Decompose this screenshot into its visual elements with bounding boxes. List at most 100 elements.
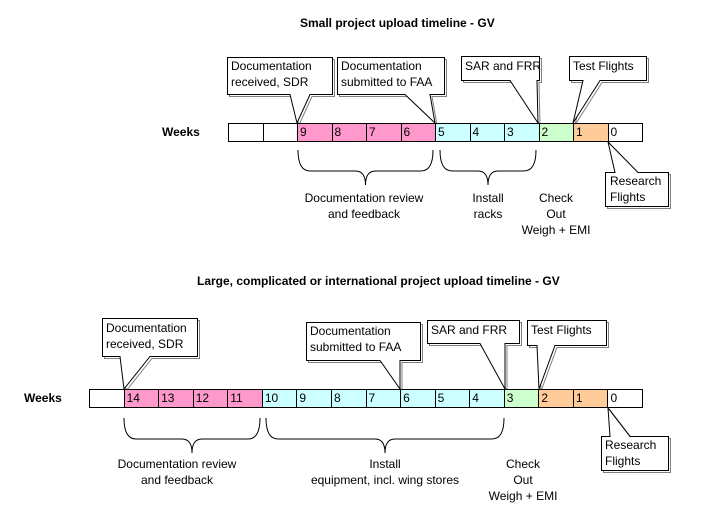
callout-line: Flights xyxy=(610,190,646,204)
brace xyxy=(123,417,261,454)
week-cell: 6 xyxy=(401,124,436,141)
phase-line: and feedback xyxy=(327,207,401,221)
week-cell: 2 xyxy=(539,390,574,407)
large-phase-review: Documentation review and feedback xyxy=(90,456,264,488)
small-weeks-label: Weeks xyxy=(162,125,200,139)
phase-line: Documentation review xyxy=(304,191,424,205)
large-phase-install: Install equipment, incl. wing stores xyxy=(290,456,480,488)
callout-box xyxy=(527,320,607,390)
week-cell: 5 xyxy=(436,124,471,141)
large-callout-doc-received: Documentation received, SDR xyxy=(104,320,187,352)
small-callout-research-flights: Research Flights xyxy=(608,173,661,205)
week-cell: 4 xyxy=(470,124,505,141)
small-callout-test-flights: Test Flights xyxy=(571,58,634,74)
week-cell: 3 xyxy=(505,124,540,141)
callout-line: Documentation xyxy=(310,324,391,338)
phase-line: Check xyxy=(505,457,540,471)
week-cell: 9 xyxy=(298,124,333,141)
callout-box xyxy=(427,320,520,390)
week-cell: 12 xyxy=(193,390,229,407)
callout-box xyxy=(337,57,445,125)
brace xyxy=(439,149,537,186)
phase-line: Check xyxy=(538,191,573,205)
phase-line: Out xyxy=(513,473,533,487)
callout-line: received, SDR xyxy=(231,75,309,89)
callout-shadow xyxy=(529,322,609,392)
callout-box xyxy=(102,318,198,391)
callout-box xyxy=(569,56,647,124)
week-cell xyxy=(229,124,264,141)
callout-line: SAR and FRR xyxy=(431,323,508,337)
callout-shadow xyxy=(104,320,200,393)
small-phase-review: Documentation review and feedback xyxy=(277,190,451,222)
callout-line: Research xyxy=(610,174,662,188)
brace xyxy=(297,149,434,186)
callout-line: Documentation xyxy=(231,59,312,73)
week-cell: 1 xyxy=(574,124,609,141)
callout-box xyxy=(306,322,421,391)
week-cell: 4 xyxy=(470,390,505,407)
callout-shadow xyxy=(308,324,423,393)
week-cell xyxy=(90,390,125,407)
phase-line: Install xyxy=(369,457,401,471)
week-cell: 14 xyxy=(124,390,160,407)
small-callout-doc-received: Documentation received, SDR xyxy=(229,58,312,90)
callout-shadow xyxy=(571,58,649,126)
brace xyxy=(265,417,505,454)
phase-line: racks xyxy=(473,207,503,221)
small-phase-checkout: Check Out Weigh + EMI xyxy=(513,190,599,238)
phase-line: Install xyxy=(472,191,504,205)
small-callout-doc-submitted: Documentation submitted to FAA xyxy=(339,58,432,90)
phase-line: Documentation review xyxy=(117,457,237,471)
week-cell: 0 xyxy=(608,124,642,141)
week-cell: 13 xyxy=(159,390,194,407)
week-cell: 8 xyxy=(332,124,367,141)
large-phase-checkout: Check Out Weigh + EMI xyxy=(480,456,566,504)
callout-line: submitted to FAA xyxy=(310,340,402,354)
callout-line: Research xyxy=(605,438,657,452)
large-callout-doc-submitted: Documentation submitted to FAA xyxy=(308,323,401,355)
week-cell: 9 xyxy=(297,390,332,407)
callout-shadow xyxy=(339,59,447,127)
callout-line: Test Flights xyxy=(573,59,634,73)
week-cell: 11 xyxy=(228,390,263,407)
large-weeks-label: Weeks xyxy=(24,391,62,405)
large-callout-test-flights: Test Flights xyxy=(529,322,592,338)
large-callout-research-flights: Research Flights xyxy=(603,437,656,469)
phase-line: Out xyxy=(546,207,566,221)
phase-line: Weigh + EMI xyxy=(488,489,558,503)
week-cell: 3 xyxy=(504,390,540,407)
callout-line: submitted to FAA xyxy=(341,75,433,89)
callout-line: Documentation xyxy=(106,321,187,335)
callout-box xyxy=(227,57,333,125)
week-cell: 5 xyxy=(435,390,471,407)
large-callout-sar-frr: SAR and FRR xyxy=(429,322,507,338)
week-cell xyxy=(263,124,298,141)
callout-shadow xyxy=(429,322,522,392)
week-cell: 0 xyxy=(608,390,642,407)
week-cell: 1 xyxy=(573,390,609,407)
callout-line: Test Flights xyxy=(531,323,592,337)
small-phase-install: Install racks xyxy=(458,190,518,222)
small-timeline-title: Small project upload timeline - GV xyxy=(300,16,495,30)
callout-box xyxy=(461,56,540,125)
week-cell: 8 xyxy=(331,390,367,407)
phase-line: and feedback xyxy=(140,473,214,487)
phase-line: equipment, incl. wing stores xyxy=(310,473,460,487)
large-timeline-title: Large, complicated or international proj… xyxy=(197,274,560,288)
callout-shadow xyxy=(463,58,542,127)
callout-shadow xyxy=(229,59,335,127)
week-cell: 7 xyxy=(367,124,402,141)
week-cell: 6 xyxy=(401,390,436,407)
callout-line: received, SDR xyxy=(106,337,184,351)
callout-line: Flights xyxy=(605,454,641,468)
callout-box xyxy=(601,406,669,471)
week-cell: 10 xyxy=(262,390,298,407)
week-cell: 7 xyxy=(366,390,402,407)
small-callout-sar-frr: SAR and FRR xyxy=(463,58,541,74)
callout-box xyxy=(605,140,669,207)
callout-line: SAR and FRR xyxy=(465,59,542,73)
callout-line: Documentation xyxy=(341,59,422,73)
